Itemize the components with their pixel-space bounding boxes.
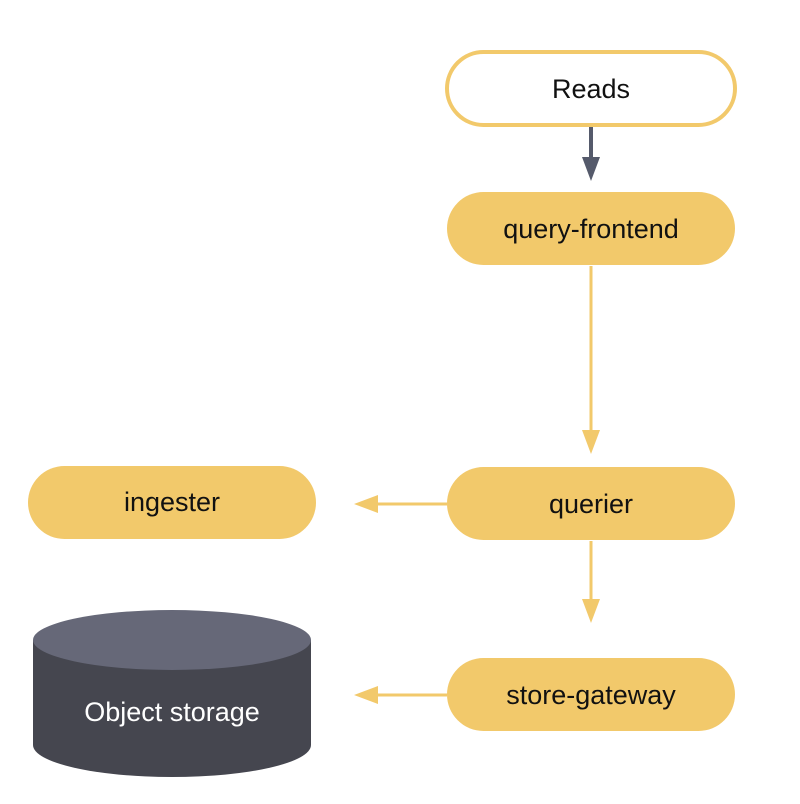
object-storage-label: Object storage <box>84 697 260 727</box>
query-frontend-node-shape <box>447 192 735 265</box>
reads-node-shape <box>445 50 737 127</box>
object-storage-cylinder-body <box>33 640 311 777</box>
store-gateway-node: store-gateway <box>447 658 735 731</box>
arrow-reads-to-query-frontend <box>582 127 600 181</box>
arrow-query-frontend-to-querier <box>582 266 600 454</box>
reads-label: Reads <box>552 74 630 104</box>
querier-label: querier <box>549 489 633 519</box>
arrow-reads-to-query-frontend-head <box>582 157 600 181</box>
ingester-node: ingester <box>28 466 316 539</box>
store-gateway-node-shape <box>447 658 735 731</box>
query-frontend-label: query-frontend <box>503 214 679 244</box>
ingester-node-shape <box>28 466 316 539</box>
arrow-querier-to-ingester-head <box>354 495 378 513</box>
arrow-store-gateway-to-object-storage <box>354 686 447 704</box>
object-storage-node: Object storage <box>33 610 311 777</box>
querier-node-shape <box>447 467 735 540</box>
object-storage-cylinder-top <box>33 610 311 670</box>
arrow-querier-to-store-gateway <box>582 541 600 623</box>
query-frontend-node: query-frontend <box>447 192 735 265</box>
querier-node: querier <box>447 467 735 540</box>
store-gateway-label: store-gateway <box>506 680 676 710</box>
arrow-querier-to-store-gateway-head <box>582 599 600 623</box>
arrow-querier-to-ingester <box>354 495 447 513</box>
arrow-query-frontend-to-querier-head <box>582 430 600 454</box>
reads-node: Reads <box>445 50 737 127</box>
arrow-store-gateway-to-object-storage-head <box>354 686 378 704</box>
ingester-label: ingester <box>124 487 220 517</box>
